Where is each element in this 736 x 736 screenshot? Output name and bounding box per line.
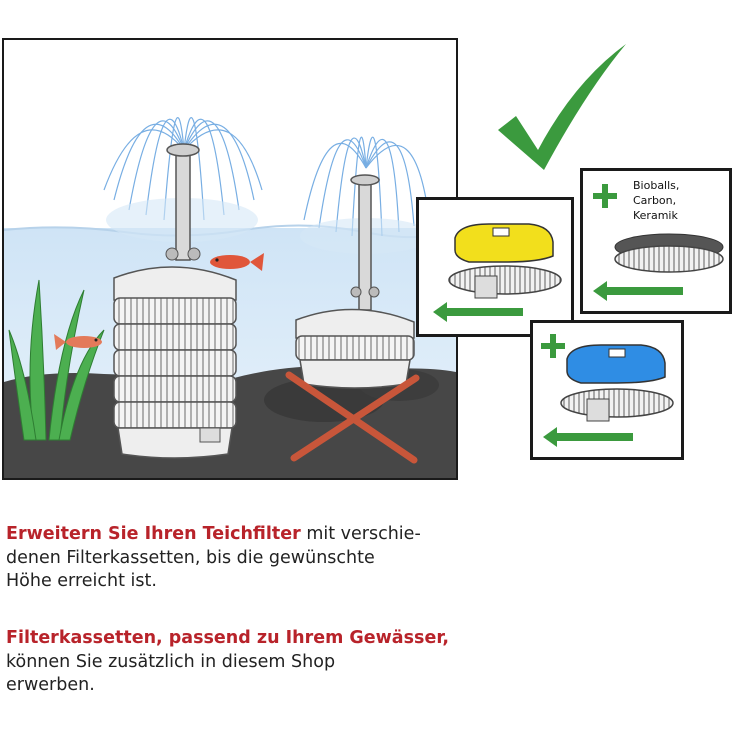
plus-icon bbox=[593, 184, 617, 208]
paragraph1-line1-rest: mit verschie- bbox=[300, 524, 421, 544]
filter-cassette-frame bbox=[448, 265, 562, 299]
fish-icon bbox=[210, 253, 264, 271]
checkmark-icon bbox=[498, 44, 626, 170]
media-list: Bioballs, Carbon, Keramik bbox=[633, 178, 679, 223]
pond-scene-svg bbox=[4, 117, 456, 478]
fish-icon bbox=[54, 334, 102, 350]
paragraph1-line2: denen Filterkassetten, bis die gewünscht… bbox=[6, 547, 375, 568]
cassette-card-yellow bbox=[416, 197, 574, 337]
fountain-spray-left bbox=[103, 117, 263, 221]
arrow-left-icon bbox=[543, 427, 633, 447]
cassette-card-media: Bioballs, Carbon, Keramik bbox=[580, 168, 732, 314]
arrow-left-icon bbox=[433, 302, 523, 322]
water-plant bbox=[8, 279, 105, 441]
blue-sponge bbox=[566, 344, 666, 384]
paragraph2-highlight: Filterkassetten, passend zu Ihrem Gewäss… bbox=[6, 628, 450, 648]
media-cassette bbox=[614, 233, 724, 273]
short-pond-filter bbox=[295, 174, 415, 389]
media-item-bioballs: Bioballs, bbox=[633, 179, 680, 192]
paragraph2-line3: erwerben. bbox=[6, 675, 95, 695]
tall-pond-filter bbox=[113, 143, 237, 459]
fountain-spray-right bbox=[303, 136, 430, 237]
pond-illustration bbox=[2, 38, 458, 480]
filter-cassette-frame bbox=[560, 388, 674, 422]
paragraph-extend-filter: Erweitern Sie Ihren Teichfilter mit vers… bbox=[6, 523, 566, 594]
plus-icon bbox=[541, 334, 565, 358]
yellow-sponge bbox=[454, 223, 554, 263]
cassette-card-blue bbox=[530, 320, 684, 460]
media-item-carbon: Carbon, bbox=[633, 194, 677, 207]
paragraph2-line2: können Sie zusätzlich in diesem Shop bbox=[6, 651, 336, 672]
paragraph1-line3: Höhe erreicht ist. bbox=[6, 571, 157, 591]
media-item-keramik: Keramik bbox=[633, 209, 678, 222]
cross-icon bbox=[285, 371, 420, 464]
paragraph1-line1: Erweitern Sie Ihren Teichfilter mit vers… bbox=[6, 523, 566, 547]
paragraph-shop-info: Filterkassetten, passend zu Ihrem Gewäss… bbox=[6, 627, 566, 698]
paragraph1-highlight: Erweitern Sie Ihren Teichfilter bbox=[6, 524, 301, 544]
arrow-left-icon bbox=[593, 281, 683, 301]
